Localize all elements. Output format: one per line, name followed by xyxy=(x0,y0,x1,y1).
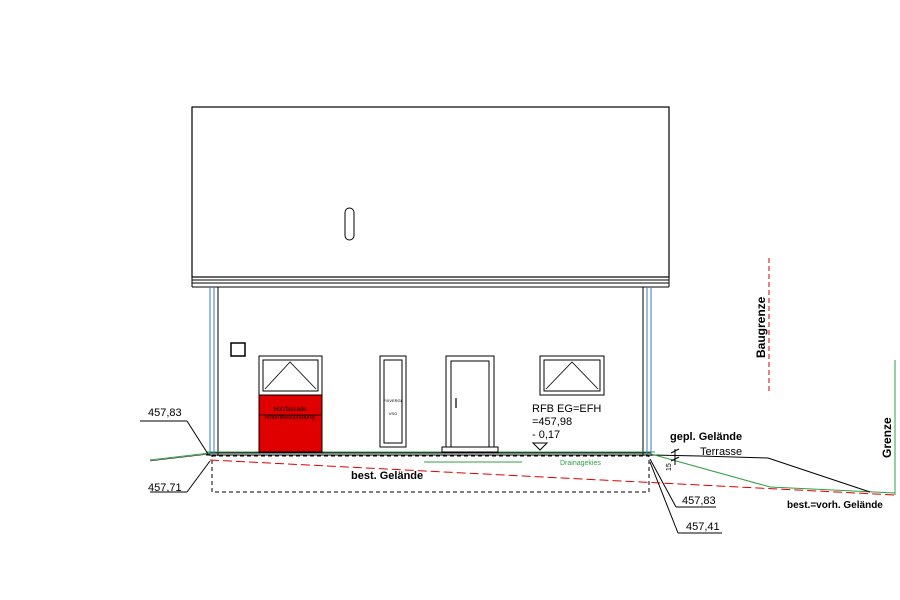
elevation-right-bottom: 457,41 xyxy=(686,521,720,533)
foundation-outline xyxy=(211,455,650,493)
rfb-line-1: RFB EG=EFH xyxy=(532,403,601,415)
rfb-line-2: =457,98 xyxy=(532,416,572,428)
property-line-label: Grenze xyxy=(880,417,894,458)
elevation-left-bottom: 457,71 xyxy=(148,482,182,494)
drainage-label: Drainagekies xyxy=(560,460,601,467)
door-step xyxy=(441,446,499,453)
roof-vent xyxy=(344,207,355,241)
step-dimension: 15 xyxy=(666,448,680,471)
slim-window: FIXVERGL VSG xyxy=(379,355,407,448)
front-door xyxy=(441,355,499,453)
panel-label-2: Rhombusschalung xyxy=(265,415,315,421)
wall-vent xyxy=(230,342,246,357)
panel-label-1: Holzfassade xyxy=(273,407,307,413)
rfb-annotation: RFB EG=EFH =457,98 - 0,17 xyxy=(531,403,601,451)
roof xyxy=(191,106,670,288)
right-elevation-callouts: 457,83 457,41 xyxy=(649,458,722,534)
left-window: Holzfassade Rhombusschalung xyxy=(258,355,323,453)
rfb-line-3: - 0,17 xyxy=(532,429,560,441)
existing-present-terrain-label: best.=vorh. Gelände xyxy=(787,500,883,511)
planned-terrain-label: gepl. Gelände xyxy=(670,431,742,443)
right-window xyxy=(539,355,605,396)
level-marker-icon xyxy=(531,442,549,451)
terrain-lines xyxy=(149,452,896,496)
slim-label-2: VSG xyxy=(389,411,397,416)
red-panel xyxy=(258,394,323,453)
left-elevation-callouts: 457,83 457,71 xyxy=(140,407,211,494)
elevation-left-top: 457,83 xyxy=(148,407,182,419)
building-line-label: Baugrenze xyxy=(754,296,768,358)
existing-terrain-line xyxy=(209,459,896,496)
terrace-label: Terrasse xyxy=(700,446,742,458)
slim-label-1: FIXVERGL xyxy=(383,398,404,403)
step-dim-label: 15 xyxy=(666,463,673,471)
elevation-right-top: 457,83 xyxy=(682,495,716,507)
existing-terrain-label: best. Gelände xyxy=(351,470,423,482)
